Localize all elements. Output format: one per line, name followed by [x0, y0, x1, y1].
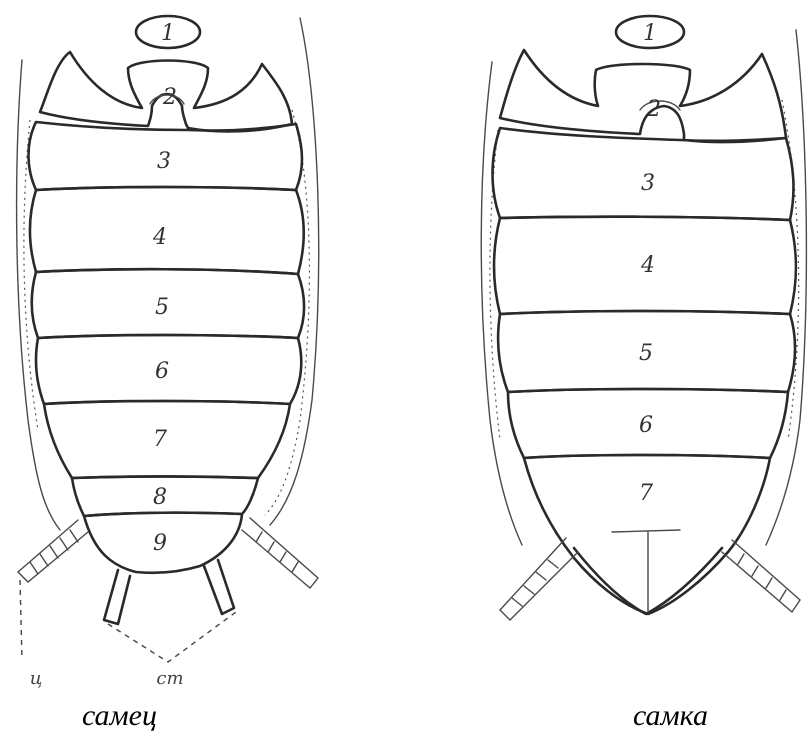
male-caption: самец [82, 698, 157, 734]
male-left-cercus [18, 520, 88, 660]
male-segment-3-label: 3 [157, 149, 171, 174]
male-segment-7-label: 7 [153, 427, 167, 452]
male-stylus-pointer-lines [108, 612, 236, 662]
female-left-cercus [500, 538, 578, 620]
male-left-side-contour [17, 60, 60, 530]
female-segment-5-label: 5 [639, 341, 653, 366]
female-abdomen-drawing [481, 16, 806, 620]
male-segment-5-label: 5 [155, 295, 169, 320]
male-abdomen-drawing [17, 16, 319, 662]
male-left-stylus [104, 570, 130, 624]
male-segment-9-label: 9 [153, 531, 167, 556]
female-segment-2-label: 2 [646, 97, 661, 122]
male-right-stylus [204, 560, 234, 614]
female-segment-2 [500, 50, 786, 142]
female-caption: самка [633, 698, 708, 734]
female-segment-1-label: 1 [643, 21, 657, 46]
female-segment-4-label: 4 [640, 253, 655, 278]
male-cercus-mark: ц [30, 668, 43, 689]
male-segment-1-label: 1 [161, 21, 175, 46]
female-segment-3-label: 3 [641, 171, 655, 196]
female-segment-7-label: 7 [639, 481, 653, 506]
male-segment-4-label: 4 [152, 225, 167, 250]
female-right-side-contour [766, 30, 806, 545]
female-segment-7 [524, 455, 770, 614]
male-right-cercus [242, 518, 318, 588]
male-segment-8-label: 8 [153, 485, 167, 510]
female-left-side-contour [481, 62, 522, 545]
male-segment-6-label: 6 [155, 359, 169, 384]
female-right-cercus [722, 540, 800, 612]
female-segment-6-label: 6 [639, 413, 653, 438]
male-segment-2-label: 2 [162, 85, 177, 110]
male-stylus-mark: ст [156, 668, 183, 689]
male-segment-7 [44, 401, 290, 478]
